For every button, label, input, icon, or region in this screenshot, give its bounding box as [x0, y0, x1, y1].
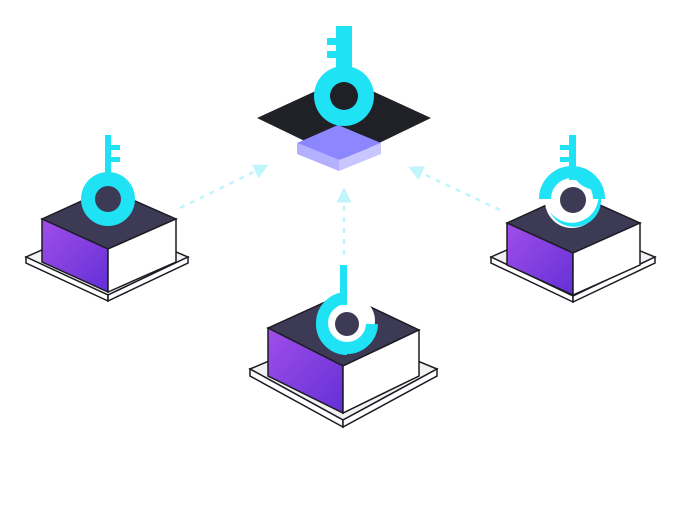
- arrow-left-to-center: [179, 164, 269, 210]
- central-block-top: [297, 125, 381, 160]
- left-node-box: [24, 135, 190, 303]
- right-node-box: [489, 135, 657, 304]
- central-block-left: [297, 143, 339, 171]
- connector-arrows: [179, 164, 501, 255]
- key-icon: [81, 135, 135, 226]
- key-icon: [314, 26, 374, 126]
- arrow-right-to-center: [408, 166, 501, 212]
- central-block-right: [339, 143, 381, 171]
- key-icon: [539, 135, 605, 228]
- bottom-node-box: [248, 265, 439, 429]
- key-icon: [316, 265, 378, 355]
- central-lock-platform: [257, 26, 431, 171]
